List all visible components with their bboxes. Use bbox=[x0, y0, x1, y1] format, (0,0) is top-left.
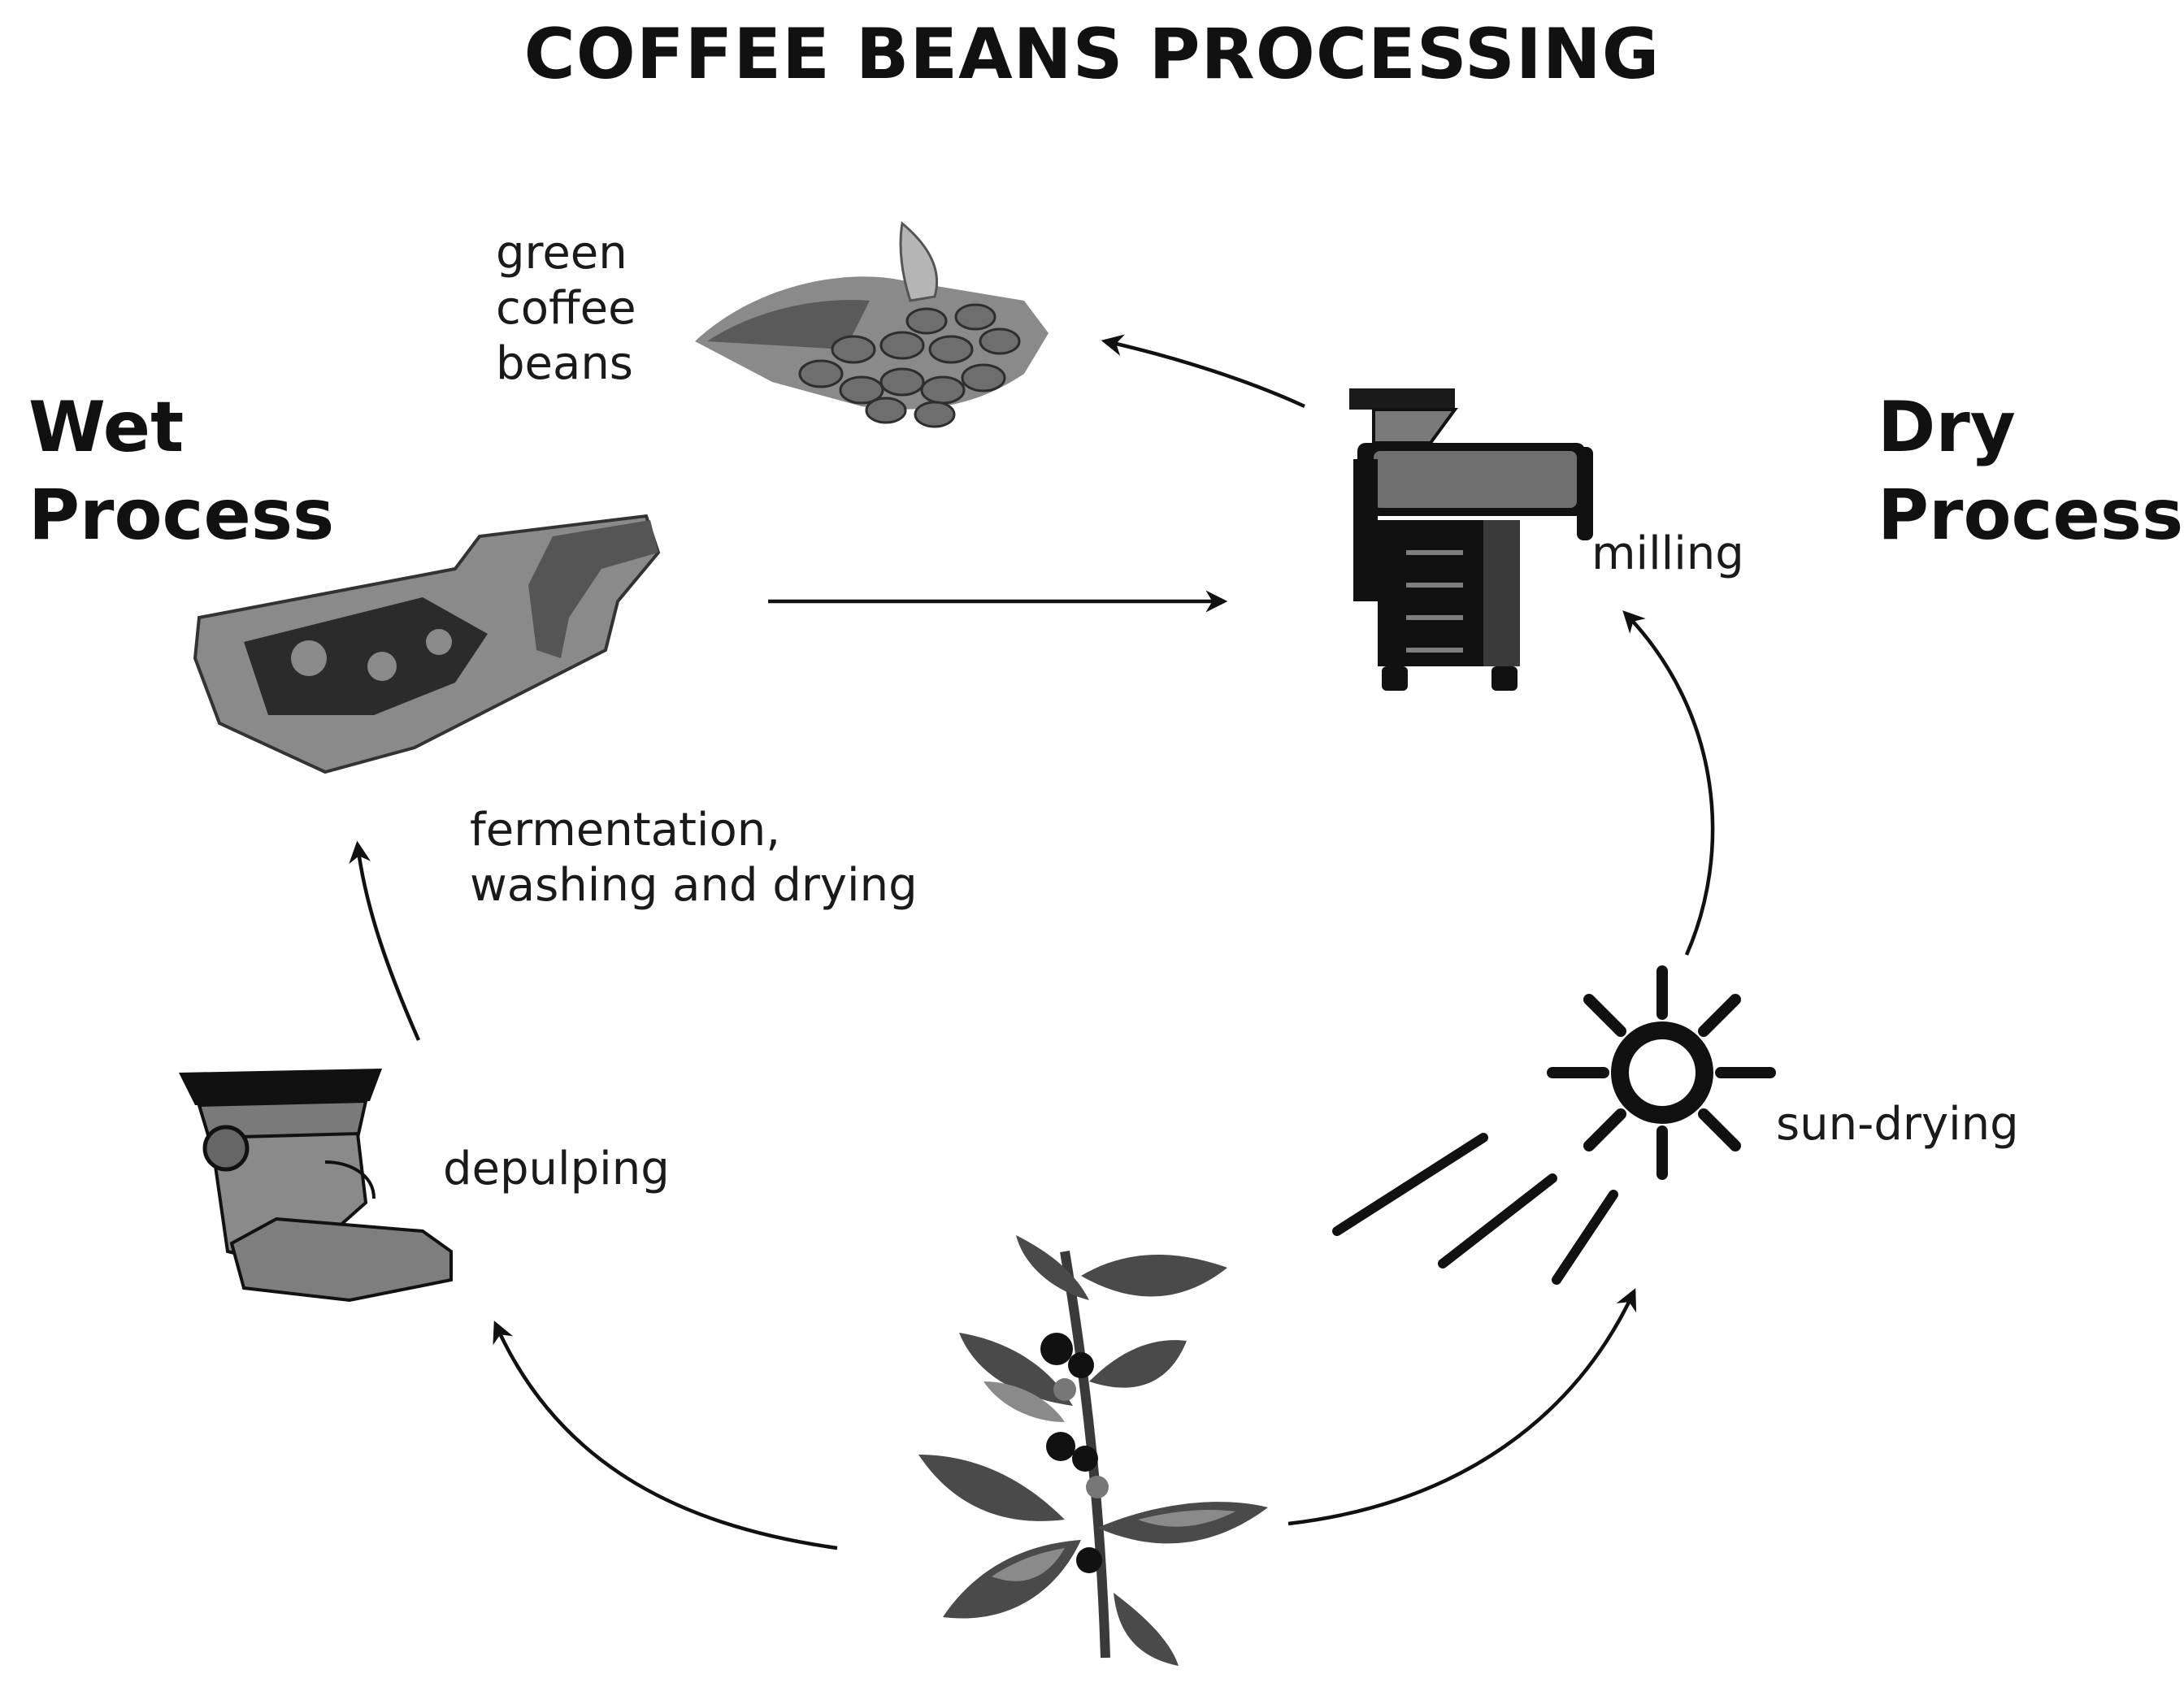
fermentation-tank-icon bbox=[193, 514, 661, 774]
arrow-milling-to-green-beans bbox=[1101, 334, 1305, 409]
dry-process-line2: Process bbox=[1878, 475, 2184, 556]
diagram-title: COFFEE BEANS PROCESSING bbox=[523, 14, 1661, 95]
step-label-sun-drying: sun-drying bbox=[1776, 1098, 2019, 1151]
wet-process-line2: Process bbox=[28, 475, 335, 556]
arrow-plant-to-sun-drying bbox=[1287, 1288, 1637, 1526]
step-label-green-coffee-beans: green coffee beans bbox=[496, 226, 636, 392]
fermentation-line2: washing and drying bbox=[470, 859, 918, 912]
milling-machine-icon bbox=[1349, 388, 1593, 691]
step-label-fermentation: fermentation, washing and drying bbox=[470, 803, 918, 913]
wet-process-heading: Wet Process bbox=[28, 384, 334, 559]
depulping-machine-icon bbox=[179, 1069, 453, 1303]
sun-icon bbox=[1332, 965, 1776, 1285]
arrow-depulping-to-fermentation bbox=[349, 840, 421, 1041]
step-label-depulping: depulping bbox=[443, 1143, 670, 1195]
green-coffee-beans-sack-icon bbox=[695, 221, 1049, 428]
step-label-milling: milling bbox=[1591, 527, 1744, 580]
arrow-plant-to-depulping bbox=[493, 1321, 838, 1550]
green-beans-line3: beans bbox=[496, 337, 633, 390]
coffee-plant-icon bbox=[918, 1235, 1268, 1666]
dry-process-line1: Dry bbox=[1878, 387, 2016, 468]
green-beans-line1: green bbox=[496, 227, 627, 280]
flow-arrows bbox=[349, 334, 1715, 1550]
arrow-sun-drying-to-milling bbox=[1622, 610, 1715, 956]
dry-process-heading: Dry Process bbox=[1878, 384, 2183, 559]
green-beans-line2: coffee bbox=[496, 282, 636, 335]
fermentation-line1: fermentation, bbox=[470, 804, 781, 857]
wet-process-line1: Wet bbox=[28, 387, 185, 468]
